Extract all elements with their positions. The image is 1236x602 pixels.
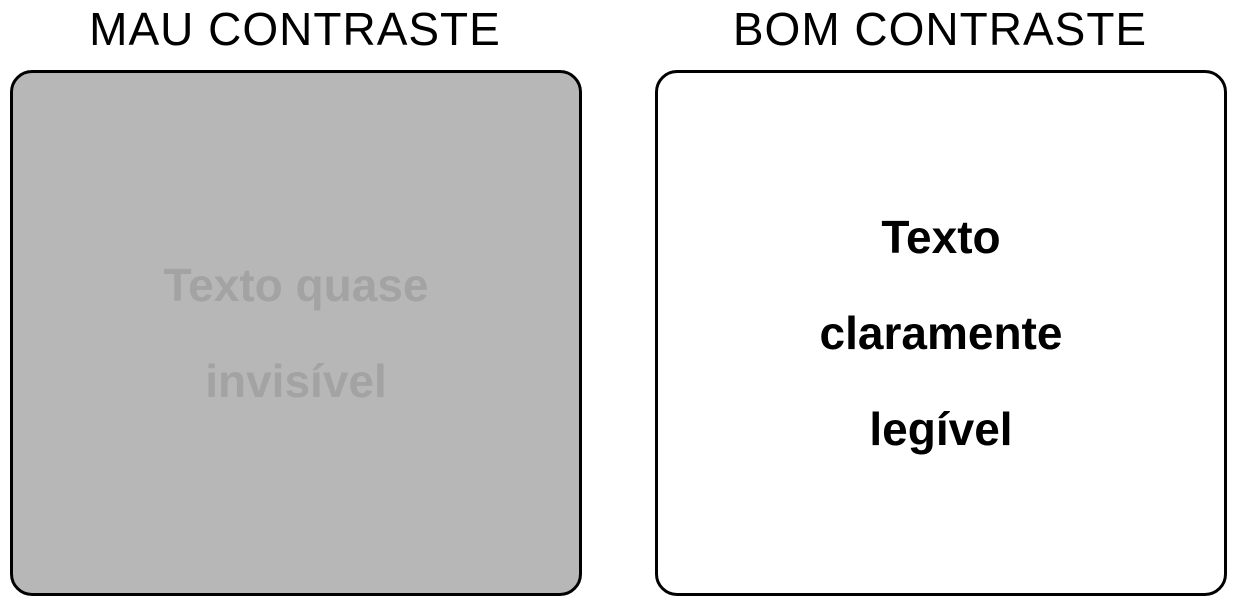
good-contrast-text-line-2: claramente (819, 307, 1063, 359)
good-contrast-heading: BOM CONTRASTE (732, 3, 1148, 55)
bad-contrast-text-line-2: invisível (205, 355, 387, 407)
bad-contrast-text-line-1: Texto quase (163, 259, 429, 311)
bad-contrast-heading: MAU CONTRASTE (89, 3, 501, 55)
good-contrast-text-line-3: legível (869, 403, 1013, 455)
good-contrast-panel: Texto claramente legível (655, 70, 1227, 596)
good-contrast-text-line-1: Texto (881, 211, 1001, 263)
bad-contrast-panel: Texto quase invisível (10, 70, 582, 596)
